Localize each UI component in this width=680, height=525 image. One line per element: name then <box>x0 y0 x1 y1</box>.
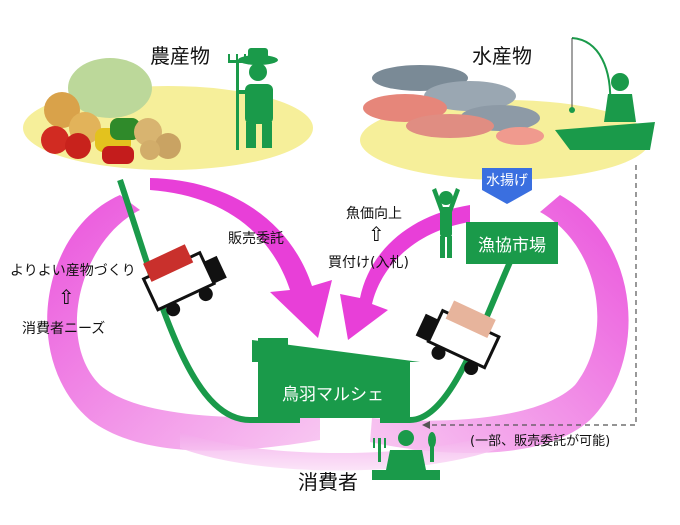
fish-market-box: 漁協市場 <box>466 222 558 264</box>
needs-up-arrow: ⇧ <box>58 285 75 309</box>
landing-box <box>482 168 532 204</box>
farmer-icon <box>228 48 278 150</box>
consumer-label: 消費者 <box>298 470 358 494</box>
consumer-needs-label: 消費者ニーズ <box>22 321 106 337</box>
fish-market-label: 漁協市場 <box>478 235 546 256</box>
bid-label: 買付け(入札) <box>328 255 409 271</box>
fisherman-icon <box>555 37 655 150</box>
dashed-arrowhead <box>422 421 430 429</box>
consign-label: 販売委託 <box>228 231 284 247</box>
marche-label: 鳥羽マルシェ <box>282 385 384 405</box>
truck-left-icon <box>141 244 227 317</box>
better-products-label: よりよい産物づくり <box>10 263 136 279</box>
partial-consign-label: (一部、販売委託が可能) <box>470 434 611 449</box>
fish-flow-line <box>380 260 513 423</box>
consign-arrow-right <box>340 205 470 340</box>
fish-price-label: 魚価向上 <box>346 206 402 222</box>
partial-consign-dashed <box>430 165 637 426</box>
market-worker-icon <box>432 188 460 258</box>
truck-right-icon <box>415 300 501 376</box>
agri-title: 農産物 <box>150 44 210 68</box>
fish-price-up-arrow: ⇧ <box>368 222 385 246</box>
fish-title: 水産物 <box>472 44 532 68</box>
consign-arrow-left <box>150 178 332 338</box>
left-outer-loop <box>47 195 321 451</box>
consumer-icon <box>372 430 440 480</box>
landing-label: 水揚げ <box>486 173 528 189</box>
marche-roof <box>252 340 420 362</box>
right-outer-loop <box>370 195 629 453</box>
vegetables-icon <box>41 58 181 164</box>
fish-icon <box>363 65 544 145</box>
agri-flow-line <box>117 179 300 423</box>
marche-building <box>258 338 410 418</box>
